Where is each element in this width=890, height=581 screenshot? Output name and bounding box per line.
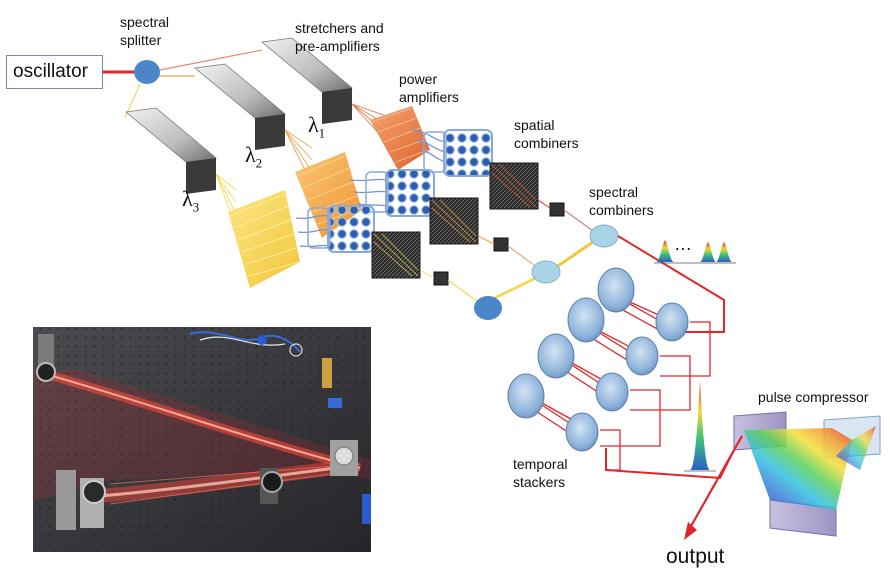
oscillator-box: oscillator	[6, 55, 103, 89]
power-amplifiers-label-line2: amplifiers	[399, 89, 459, 105]
stretched-pulses-icon	[654, 240, 736, 264]
stretcher-2	[194, 63, 286, 150]
spectral-combiners-label-line2: combiners	[589, 202, 654, 218]
pulse-ellipsis: …	[674, 234, 692, 254]
spectral-splitter	[134, 60, 160, 84]
power-amplifier-1	[370, 106, 430, 170]
lambda-2-label: λ2	[245, 142, 263, 171]
spatial-combiners-label-line2: combiners	[514, 135, 579, 151]
spectral-splitter-label-line2: splitter	[120, 32, 162, 48]
spectral-combiner-2	[531, 260, 561, 284]
power-amplifiers-label-line1: power	[399, 71, 438, 87]
power-amplifier-3	[228, 190, 300, 288]
red-beam-to-stackers	[617, 235, 725, 333]
stretchers-label-line2: pre-amplifiers	[295, 38, 380, 54]
spectral-combiner-1	[589, 224, 619, 248]
splitter-line-1	[159, 49, 263, 71]
temporal-stackers	[507, 267, 711, 471]
orange-path	[554, 238, 597, 270]
fan-out-fibers	[215, 103, 393, 227]
spectral-combiners-label-line1: spectral	[589, 184, 639, 200]
output-label: output	[666, 545, 725, 568]
pulse-compressor	[733, 411, 881, 537]
output-beam	[689, 435, 743, 529]
spatial-combiner-3	[371, 231, 449, 286]
lambda-3-label: λ3	[182, 186, 200, 215]
fiber-array-1	[423, 129, 493, 177]
spatial-combiners-label-line1: spatial	[514, 117, 555, 133]
spectral-splitter-label-line1: spectral	[120, 14, 170, 30]
temporal-stackers-label-line2: stackers	[513, 474, 566, 490]
spectral-combiner-3	[474, 296, 502, 320]
stretcher-1	[261, 37, 353, 124]
stretchers-label-line1: stretchers and	[295, 20, 384, 36]
stretcher-3	[125, 107, 217, 194]
fiber-array-3	[307, 205, 375, 253]
channel-line-3	[447, 279, 479, 303]
spatial-combiner-2	[429, 197, 509, 252]
temporal-stackers-label-line1: temporal	[513, 456, 568, 472]
output-arrow-icon	[684, 522, 697, 540]
oscillator-label: oscillator	[13, 61, 88, 82]
pulse-compressor-label: pulse compressor	[758, 389, 869, 405]
fiber-array-2	[365, 169, 435, 217]
spatial-combiner-1	[489, 162, 565, 217]
compressed-pulse-icon	[684, 380, 716, 472]
lab-photo	[33, 327, 371, 552]
channel-line-2	[507, 245, 539, 269]
lambda-1-label: λ1	[308, 112, 326, 141]
